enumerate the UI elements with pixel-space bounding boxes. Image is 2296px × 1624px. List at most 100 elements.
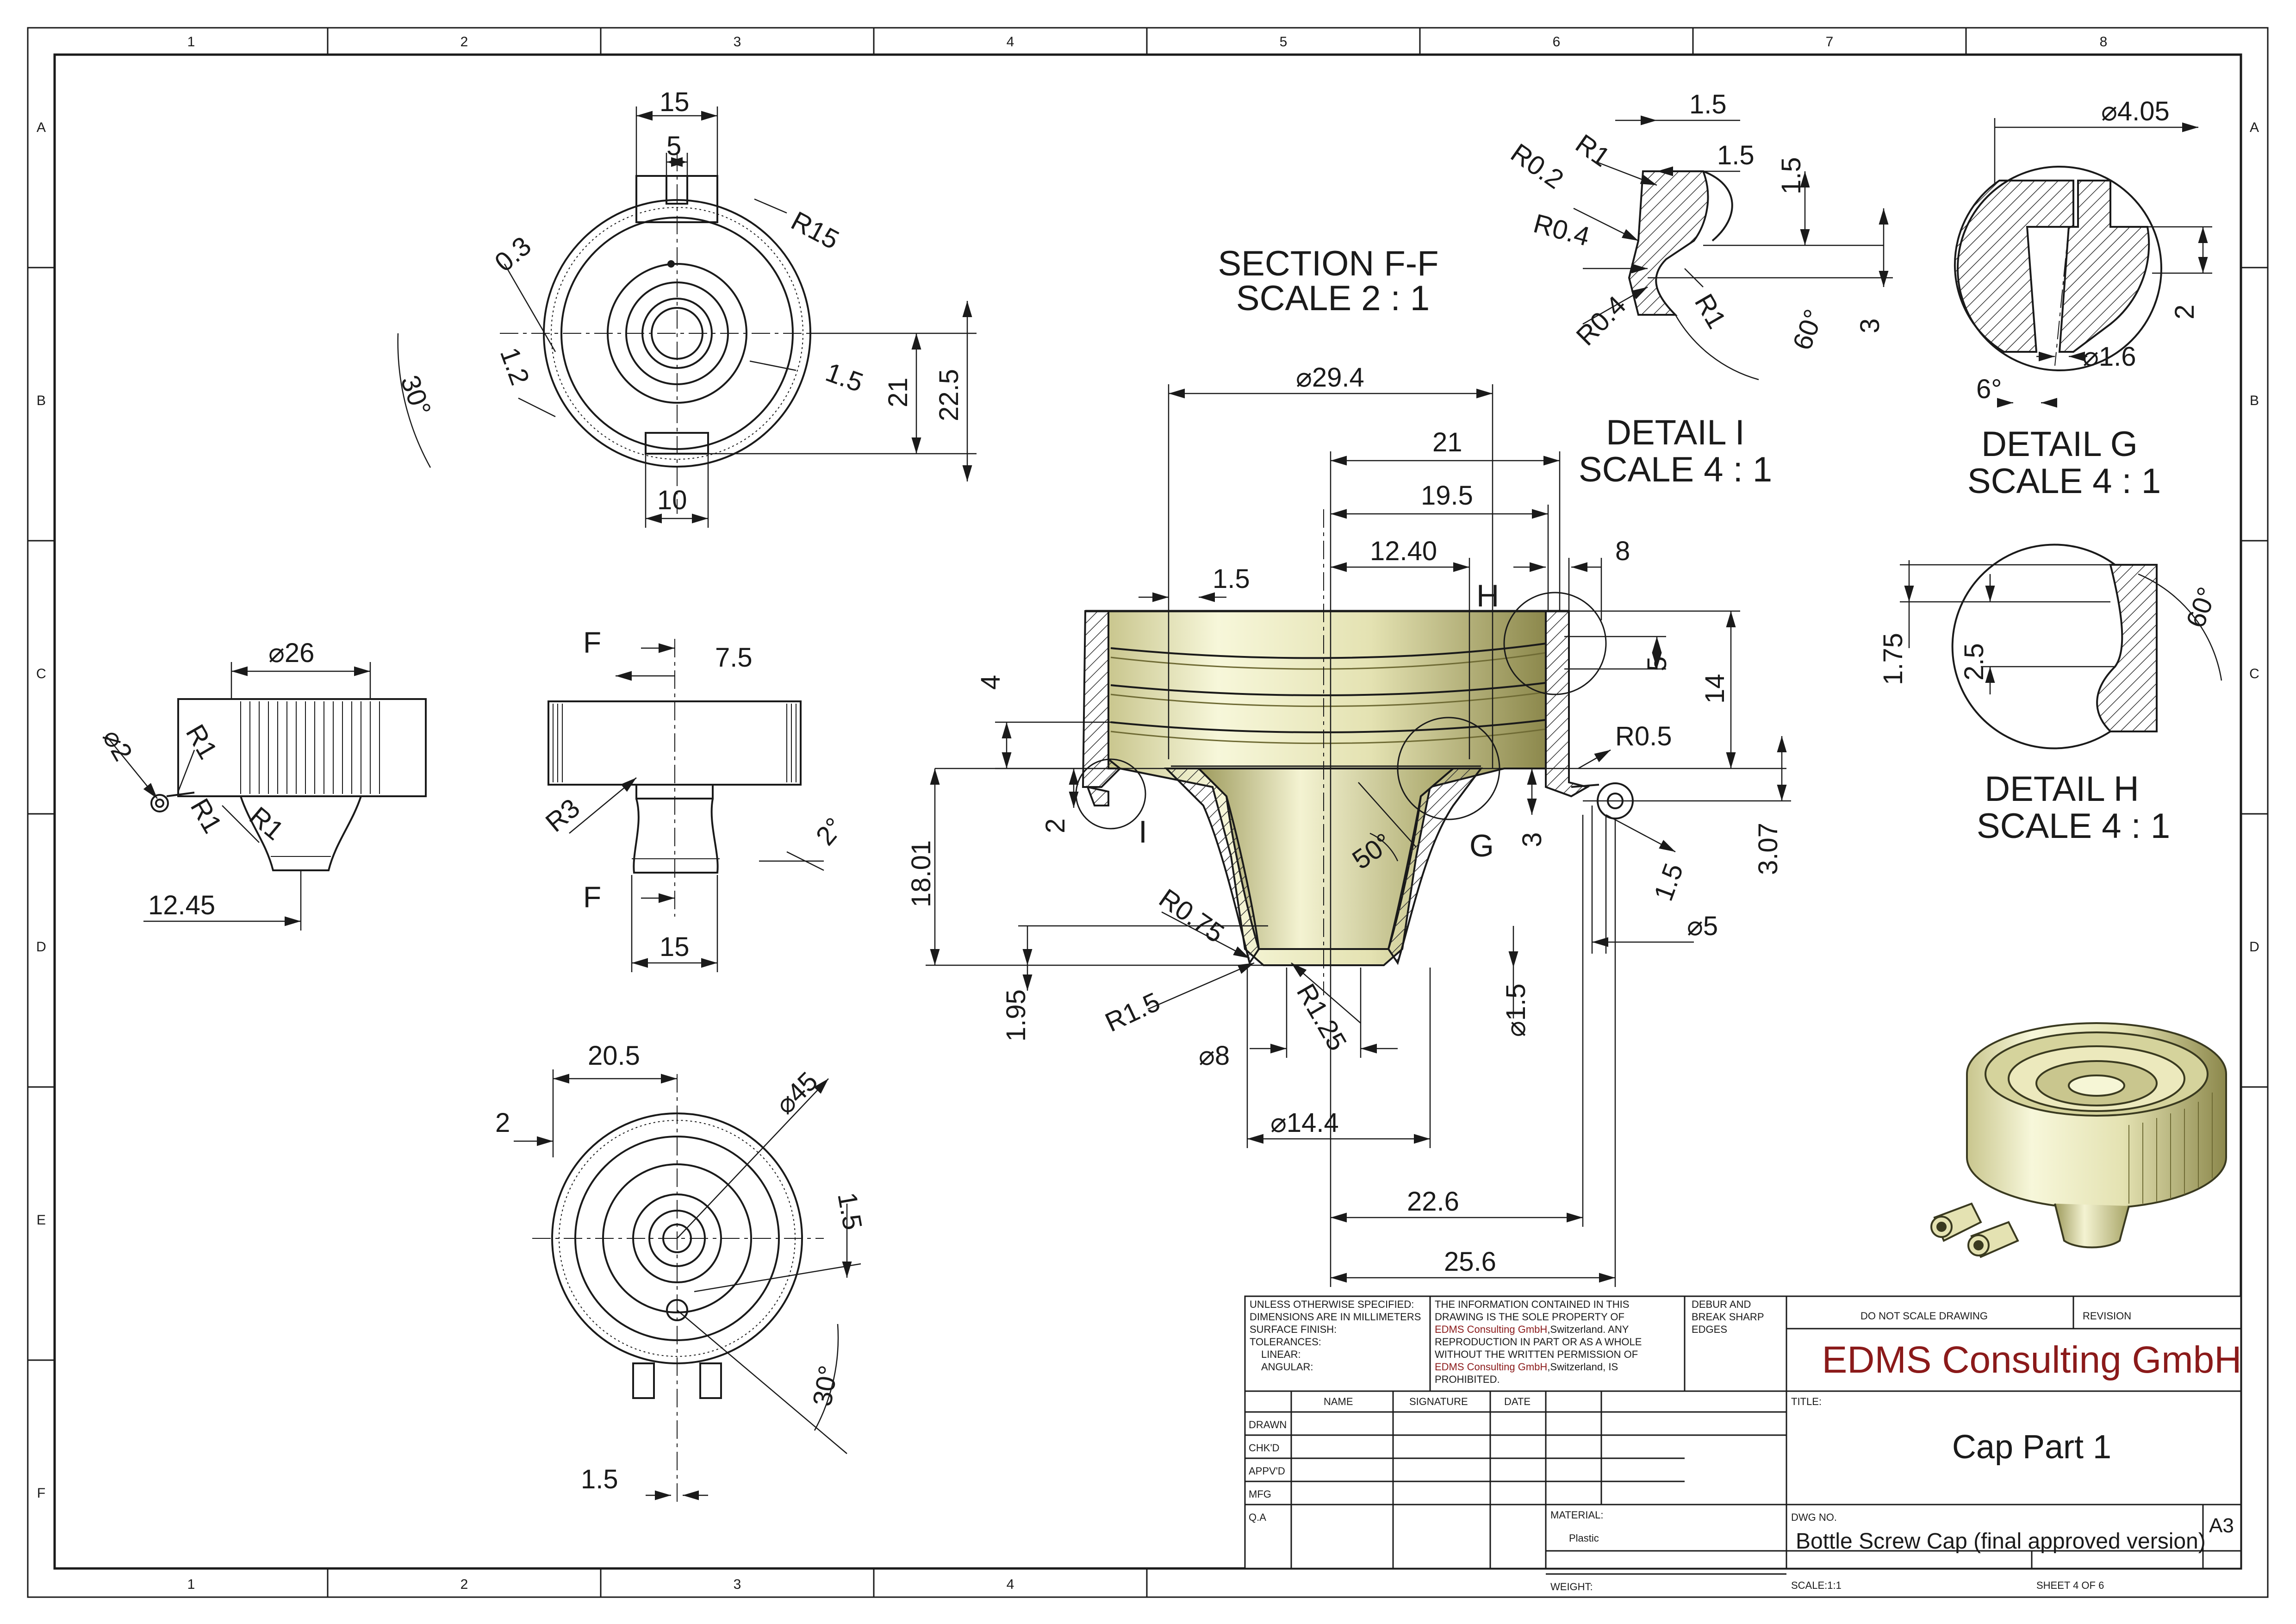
row-label-left: B (37, 393, 46, 408)
detail-g-scale: SCALE 4 : 1 (1967, 462, 2161, 501)
row-label-right: A (2250, 120, 2259, 135)
detail-h-dim-labels: 1.75 2.5 60° (1878, 583, 2222, 685)
dim-label: ⌀8 (1199, 1041, 1230, 1071)
bottom-view-dims (514, 1069, 861, 1500)
sheet-value: SHEET 4 OF 6 (2036, 1580, 2104, 1591)
notice-line: WITHOUT THE WRITTEN PERMISSION OF (1435, 1349, 1638, 1360)
row-label-left: C (36, 666, 46, 681)
title-block-text: UNLESS OTHERWISE SPECIFIED: DIMENSIONS A… (1249, 1299, 2241, 1593)
detail-h-label: DETAIL H (1985, 769, 2139, 809)
dim-label: R1.5 (1101, 987, 1165, 1038)
col-label-top: 2 (460, 34, 468, 50)
material-label: MATERIAL: (1550, 1509, 1604, 1521)
dim-label: ⌀2 (97, 724, 138, 766)
side-view-mid-dims (569, 643, 824, 972)
dim-label: R1 (244, 801, 290, 846)
detail-g-view (1954, 166, 2162, 371)
notice-line: REPRODUCTION IN PART OR AS A WHOLE (1435, 1336, 1642, 1348)
dim-label: 1.2 (494, 344, 535, 389)
row-label-right: B (2250, 393, 2259, 408)
signature-col-header: SIGNATURE (1409, 1396, 1468, 1407)
dim-label: 12.45 (148, 890, 215, 920)
col-label-bottom: 4 (1007, 1577, 1014, 1592)
dim-label: ⌀26 (268, 638, 314, 668)
svg-text:EDMS Consulting GmbH,Switzerla: EDMS Consulting GmbH,Switzerland. ANY (1435, 1324, 1629, 1335)
side-view-left-dims (106, 662, 371, 931)
dim-label: ⌀45 (770, 1066, 823, 1120)
dim-label: 30° (807, 1363, 844, 1409)
dim-label: 60° (2180, 583, 2222, 632)
note-line: ANGULAR: (1261, 1361, 1313, 1373)
dim-label: 5 (666, 131, 681, 161)
col-label-top: 7 (1826, 34, 1834, 50)
dim-label: R3 (540, 793, 586, 837)
col-label-top: 5 (1280, 34, 1288, 50)
callout-h: H (1476, 578, 1499, 613)
notice-text: ,Switzerland, IS (1547, 1361, 1618, 1373)
dim-label: 60° (1787, 306, 1829, 354)
debur-line: EDGES (1692, 1324, 1727, 1335)
dim-label: 15 (660, 932, 690, 962)
bottom-view (532, 1074, 824, 1505)
row-label-right: D (2249, 939, 2259, 955)
dwg-no-value: Bottle Screw Cap (final approved version… (1796, 1529, 2206, 1554)
debur-line: BREAK SHARP (1692, 1311, 1764, 1323)
date-col-header: DATE (1504, 1396, 1531, 1407)
col-label-top: 8 (2100, 34, 2108, 50)
top-view-dim-labels: 15 5 R15 0.3 1.2 30° 1.5 21 22.5 10 (395, 87, 964, 515)
dim-label: 20.5 (588, 1041, 640, 1071)
side-view-mid-dim-labels: F 7.5 R3 2° F 15 (540, 626, 850, 962)
dim-label: R0.75 (1154, 883, 1230, 949)
dim-label: 15 (660, 87, 690, 117)
dim-label: R0.2 (1506, 137, 1569, 195)
title-label: TITLE: (1791, 1396, 1822, 1407)
dim-label: 1.5 (1648, 859, 1689, 905)
sheet-border (27, 27, 2269, 1598)
dim-label: 1.5 (1776, 157, 1806, 194)
dim-label: 22.6 (1407, 1187, 1459, 1217)
notice-line: DRAWING IS THE SOLE PROPERTY OF (1435, 1311, 1624, 1323)
dim-label: 1.5 (822, 357, 867, 398)
section-view (1082, 509, 1634, 995)
row-drawn: DRAWN (1249, 1419, 1287, 1430)
col-label-bottom: 3 (734, 1577, 741, 1592)
row-label-left: F (37, 1486, 45, 1501)
svg-text:EDMS Consulting GmbH,Switzerla: EDMS Consulting GmbH,Switzerland, IS (1435, 1361, 1618, 1373)
scale-value: SCALE:1:1 (1791, 1580, 1842, 1591)
dim-label: R1 (180, 719, 223, 764)
revision-label: REVISION (2083, 1310, 2131, 1322)
dim-label: 2 (1040, 818, 1070, 833)
col-label-top: 4 (1007, 34, 1014, 50)
weight-label: WEIGHT: (1550, 1581, 1593, 1593)
do-not-scale-label: DO NOT SCALE DRAWING (1860, 1310, 1988, 1322)
dim-label: R0.4 (1531, 208, 1593, 252)
dim-label: ⌀5 (1687, 911, 1718, 941)
detail-i-dims (1573, 115, 1893, 325)
debur-line: DEBUR AND (1692, 1299, 1751, 1310)
detail-g-title: DETAIL G SCALE 4 : 1 (1967, 425, 2161, 501)
dim-label: ⌀29.4 (1296, 362, 1364, 393)
dim-label: 3 (1855, 319, 1885, 333)
material-value: Plastic (1569, 1532, 1599, 1544)
col-label-top: 1 (187, 34, 195, 50)
col-label-top: 6 (1553, 34, 1561, 50)
dim-label: 18.01 (906, 840, 936, 907)
section-title: SECTION F-F (1218, 244, 1438, 283)
row-qa: Q.A (1249, 1512, 1266, 1523)
dim-label: 1.5 (581, 1464, 618, 1494)
dim-label: ⌀1.5 (1501, 983, 1531, 1037)
side-view-left (150, 698, 427, 871)
section-mark-bottom: F (583, 881, 601, 914)
detail-i-label: DETAIL I (1606, 413, 1745, 452)
dim-label: 1.5 (832, 1190, 868, 1232)
bottom-view-dim-labels: 20.5 ⌀45 2 1.5 30° 1.5 (495, 1041, 868, 1494)
notice-company: EDMS Consulting GmbH (1435, 1361, 1547, 1373)
callout-g: G (1469, 828, 1494, 863)
dim-label: 8 (1615, 536, 1630, 566)
dim-label: R15 (786, 206, 844, 255)
note-line: UNLESS OTHERWISE SPECIFIED: (1250, 1299, 1414, 1310)
detail-g-label: DETAIL G (1981, 425, 2138, 464)
dim-label: R1.25 (1291, 979, 1353, 1056)
row-checked: CHK'D (1249, 1442, 1280, 1454)
